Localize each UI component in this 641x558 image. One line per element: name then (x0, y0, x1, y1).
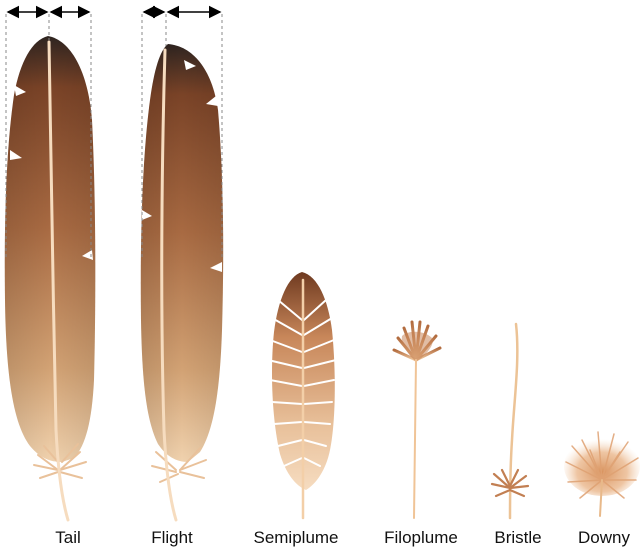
semiplume-feather (268, 272, 336, 518)
tail-feather (5, 36, 96, 520)
label-semiplume: Semiplume (253, 528, 338, 548)
label-tail: Tail (55, 528, 81, 548)
flight-feather (141, 44, 223, 520)
bristle-feather (492, 324, 528, 518)
label-bristle: Bristle (494, 528, 541, 548)
label-filoplume: Filoplume (384, 528, 458, 548)
label-flight: Flight (151, 528, 193, 548)
downy-feather (564, 432, 640, 516)
label-downy: Downy (578, 528, 630, 548)
filoplume-shaft (414, 360, 416, 518)
filoplume-feather (394, 322, 440, 518)
